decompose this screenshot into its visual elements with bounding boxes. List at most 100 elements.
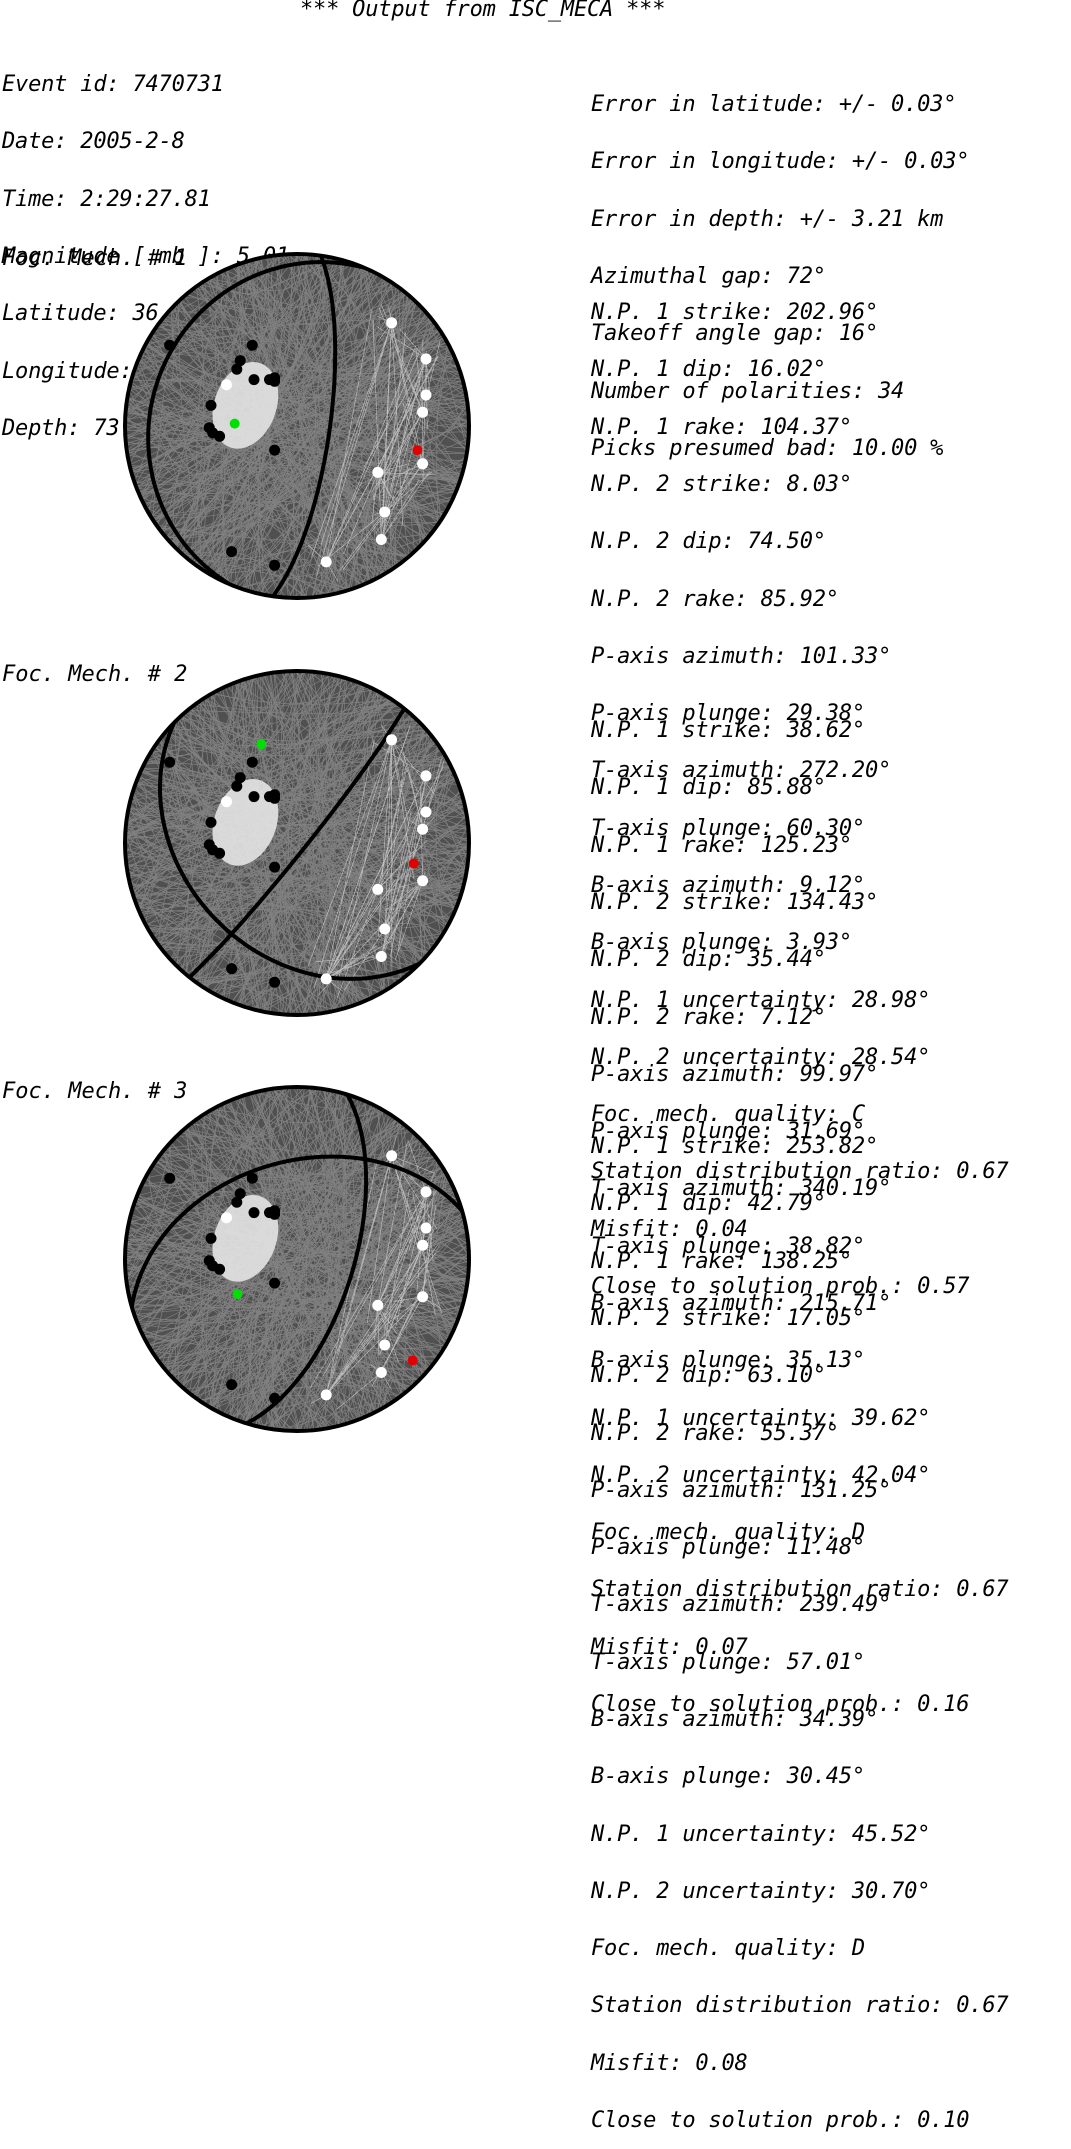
p-axis-marker (256, 739, 266, 749)
dilatation-station (379, 924, 390, 935)
np2-uncertainty: N.P. 2 uncertainty: 30.70° (591, 1882, 1008, 1901)
compression-station (269, 1393, 280, 1404)
event-date: Date: 2005-2-8 (2, 132, 289, 151)
compression-station (269, 445, 280, 456)
compression-station (269, 1209, 280, 1220)
p-axis-azimuth: P-axis azimuth: 101.33° (591, 647, 1008, 666)
np1-strike: N.P. 1 strike: 38.62° (591, 721, 1008, 740)
dilatation-station (221, 796, 232, 807)
compression-station (247, 340, 258, 351)
compression-station (164, 340, 175, 351)
dilatation-station (421, 807, 432, 818)
p-axis-plunge: P-axis plunge: 11.48° (591, 1538, 1008, 1557)
np1-dip: N.P. 1 dip: 42.79° (591, 1194, 1008, 1213)
mech-3-params: N.P. 1 strike: 253.82° N.P. 1 dip: 42.79… (591, 1099, 1008, 2149)
dilatation-station (417, 458, 428, 469)
np1-rake: N.P. 1 rake: 125.23° (591, 836, 1008, 855)
np2-rake: N.P. 2 rake: 85.92° (591, 590, 1008, 609)
compression-station (269, 560, 280, 571)
error-latitude: Error in latitude: +/- 0.03° (591, 95, 969, 114)
compression-station (247, 1173, 258, 1184)
compression-station (226, 963, 237, 974)
compression-station (214, 431, 225, 442)
compression-station (226, 1379, 237, 1390)
close-to-solution-prob: Close to solution prob.: 0.10 (591, 2111, 1008, 2130)
dilatation-station (417, 1240, 428, 1251)
dilatation-station (379, 507, 390, 518)
compression-station (269, 977, 280, 988)
dilatation-station (386, 1150, 397, 1161)
np1-rake: N.P. 1 rake: 104.37° (591, 418, 1008, 437)
dilatation-station (421, 1223, 432, 1234)
t-axis-marker (409, 859, 419, 869)
compression-station (231, 364, 242, 375)
p-axis-azimuth: P-axis azimuth: 131.25° (591, 1481, 1008, 1500)
mech-3-beachball (0, 1083, 600, 1435)
event-id: Event id: 7470731 (2, 75, 289, 94)
compression-station (269, 793, 280, 804)
mech-quality: Foc. mech. quality: D (591, 1939, 1008, 1958)
dilatation-station (321, 556, 332, 567)
np1-rake: N.P. 1 rake: 138.25° (591, 1252, 1008, 1271)
p-axis-azimuth: P-axis azimuth: 99.97° (591, 1065, 1008, 1084)
np2-rake: N.P. 2 rake: 55.37° (591, 1424, 1008, 1443)
report-title: *** Output from ISC_MECA *** (300, 0, 665, 19)
np1-strike: N.P. 1 strike: 253.82° (591, 1137, 1008, 1156)
np2-strike: N.P. 2 strike: 17.05° (591, 1309, 1008, 1328)
compression-station (249, 1207, 260, 1218)
compression-station (206, 1233, 217, 1244)
np2-strike: N.P. 2 strike: 8.03° (591, 475, 1008, 494)
dilatation-station (221, 1212, 232, 1223)
np1-strike: N.P. 1 strike: 202.96° (591, 303, 1008, 322)
np2-rake: N.P. 2 rake: 7.12° (591, 1008, 1008, 1027)
dilatation-station (321, 973, 332, 984)
dilatation-station (421, 770, 432, 781)
compression-station (206, 817, 217, 828)
p-axis-marker (233, 1289, 243, 1299)
compression-station (269, 376, 280, 387)
compression-station (206, 400, 217, 411)
np1-dip: N.P. 1 dip: 16.02° (591, 360, 1008, 379)
error-depth: Error in depth: +/- 3.21 km (591, 210, 969, 229)
dilatation-station (372, 884, 383, 895)
compression-station (226, 546, 237, 557)
dilatation-station (421, 390, 432, 401)
np2-dip: N.P. 2 dip: 74.50° (591, 532, 1008, 551)
np1-dip: N.P. 1 dip: 85.88° (591, 778, 1008, 797)
compression-station (249, 791, 260, 802)
dilatation-station (386, 317, 397, 328)
dilatation-station (376, 534, 387, 545)
dilatation-station (417, 1291, 428, 1302)
error-longitude: Error in longitude: +/- 0.03° (591, 152, 969, 171)
compression-station (231, 1197, 242, 1208)
t-axis-marker (408, 1356, 418, 1366)
dilatation-station (417, 407, 428, 418)
dilatation-station (372, 467, 383, 478)
dilatation-station (376, 951, 387, 962)
compression-station (214, 1264, 225, 1275)
dilatation-station (417, 824, 428, 835)
dilatation-station (376, 1367, 387, 1378)
compression-station (214, 848, 225, 859)
compression-station (269, 1278, 280, 1289)
b-axis-azimuth: B-axis azimuth: 34.39° (591, 1710, 1008, 1729)
np2-strike: N.P. 2 strike: 134.43° (591, 893, 1008, 912)
dilatation-station (372, 1300, 383, 1311)
dilatation-station (421, 353, 432, 364)
t-axis-azimuth: T-axis azimuth: 239.49° (591, 1595, 1008, 1614)
station-distribution-ratio: Station distribution ratio: 0.67 (591, 1996, 1008, 2015)
b-axis-plunge: B-axis plunge: 30.45° (591, 1767, 1008, 1786)
np1-uncertainty: N.P. 1 uncertainty: 45.52° (591, 1825, 1008, 1844)
dilatation-station (221, 379, 232, 390)
compression-station (249, 374, 260, 385)
compression-station (164, 1173, 175, 1184)
compression-station (164, 757, 175, 768)
p-axis-marker (230, 419, 240, 429)
np2-dip: N.P. 2 dip: 35.44° (591, 950, 1008, 969)
dilatation-station (379, 1340, 390, 1351)
t-axis-marker (412, 445, 422, 455)
compression-station (247, 757, 258, 768)
dilatation-station (386, 734, 397, 745)
t-axis-plunge: T-axis plunge: 57.01° (591, 1653, 1008, 1672)
misfit: Misfit: 0.08 (591, 2054, 1008, 2073)
